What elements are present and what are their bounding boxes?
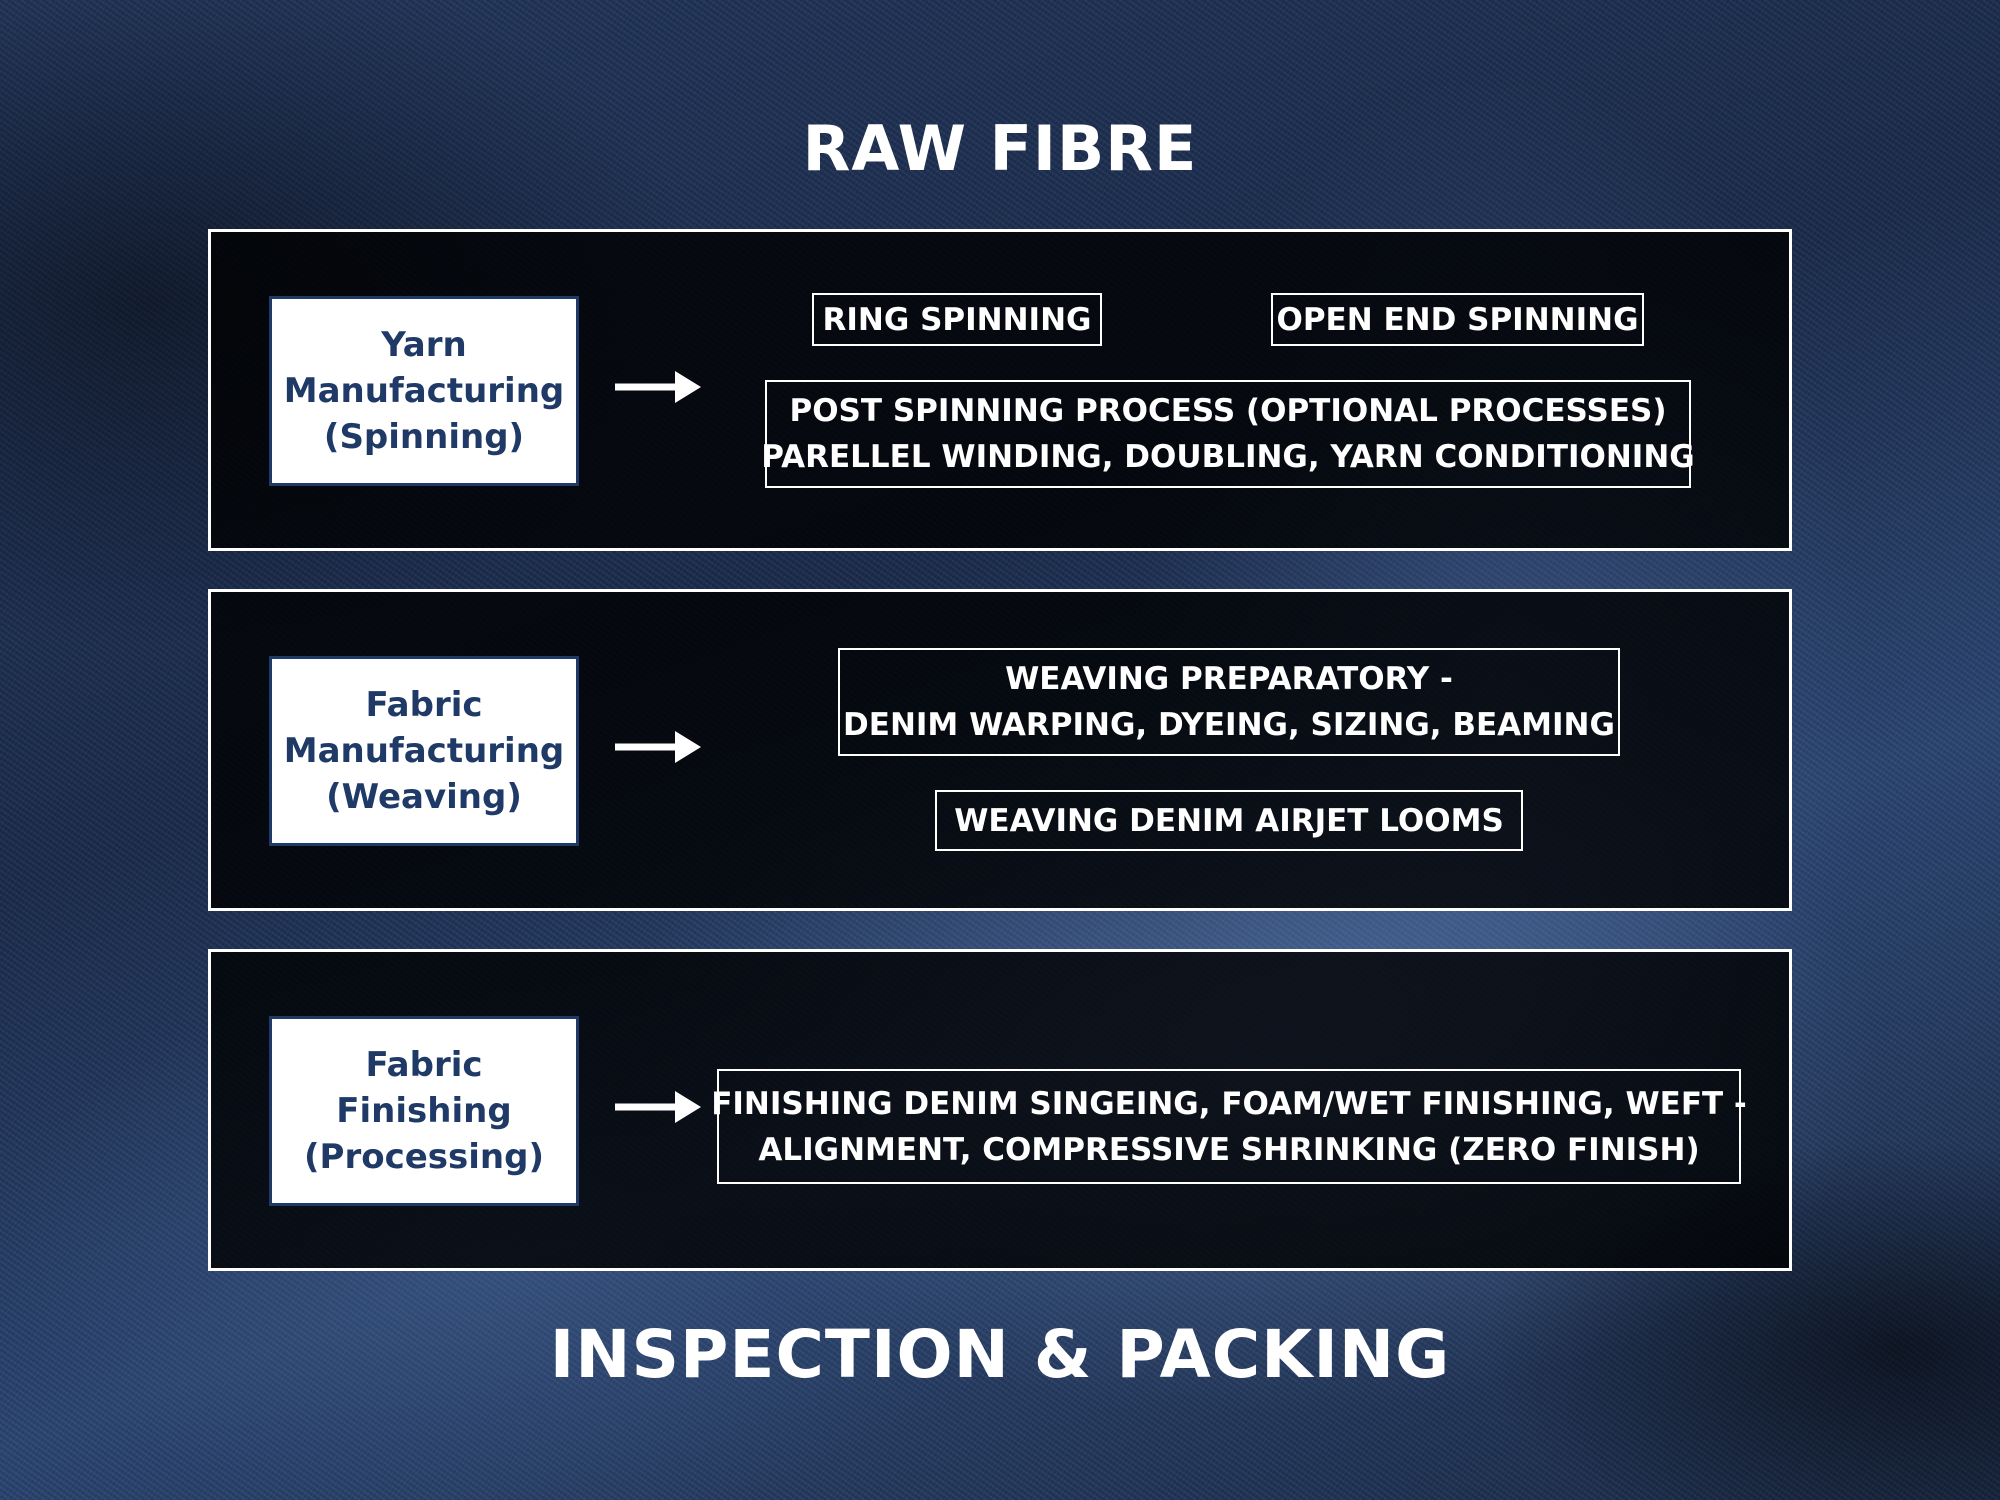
stage-label-line: Fabric <box>365 1045 483 1085</box>
right-arrow-icon <box>615 731 701 763</box>
title-raw-fibre: RAW FIBRE <box>802 112 1198 185</box>
stage-label-line: Manufacturing <box>283 731 565 771</box>
stage-label-fabric-manufacturing: Fabric Manufacturing (Weaving) <box>269 656 579 846</box>
stage-label-line: (Weaving) <box>326 777 522 817</box>
step-line: WEAVING PREPARATORY - <box>1005 661 1453 697</box>
right-arrow-icon <box>615 371 701 403</box>
stage-label-line: Finishing <box>336 1091 512 1131</box>
stage-label-line: Manufacturing <box>283 371 565 411</box>
step-line: ALIGNMENT, COMPRESSIVE SHRINKING (ZERO F… <box>758 1131 1700 1168</box>
stage-label-line: Yarn <box>381 325 467 365</box>
step-ring-spinning: RING SPINNING <box>812 293 1102 346</box>
step-open-end-spinning: OPEN END SPINNING <box>1271 293 1644 346</box>
right-arrow-icon <box>615 1091 701 1123</box>
stage-label-line: (Processing) <box>303 1137 544 1177</box>
step-line: WEAVING DENIM AIRJET LOOMS <box>954 802 1504 839</box>
step-line: POST SPINNING PROCESS (OPTIONAL PROCESSE… <box>789 393 1667 429</box>
step-line: FINISHING DENIM SINGEING, FOAM/WET FINIS… <box>711 1085 1747 1122</box>
step-post-spinning-process: POST SPINNING PROCESS (OPTIONAL PROCESSE… <box>761 380 1695 488</box>
stage-label-fabric-finishing: Fabric Finishing (Processing) <box>269 1016 579 1206</box>
stage-yarn-manufacturing: Yarn Manufacturing (Spinning) RING SPINN… <box>208 229 1792 551</box>
step-line: PARELLEL WINDING, DOUBLING, YARN CONDITI… <box>761 439 1695 475</box>
step-weaving-preparatory: WEAVING PREPARATORY - DENIM WARPING, DYE… <box>838 648 1620 756</box>
stage-label-yarn-manufacturing: Yarn Manufacturing (Spinning) <box>269 296 579 486</box>
step-weaving-airjet-looms: WEAVING DENIM AIRJET LOOMS <box>935 790 1523 851</box>
step-line: DENIM WARPING, DYEING, SIZING, BEAMING <box>843 707 1615 743</box>
title-inspection-packing: INSPECTION & PACKING <box>549 1316 1451 1393</box>
step-finishing-denim: FINISHING DENIM SINGEING, FOAM/WET FINIS… <box>711 1069 1747 1184</box>
stage-label-line: Fabric <box>365 685 483 725</box>
stage-label-line: (Spinning) <box>323 417 525 457</box>
step-line: RING SPINNING <box>822 301 1092 338</box>
stage-fabric-manufacturing: Fabric Manufacturing (Weaving) WEAVING P… <box>208 589 1792 911</box>
stage-fabric-finishing: Fabric Finishing (Processing) FINISHING … <box>208 949 1792 1271</box>
step-line: OPEN END SPINNING <box>1276 301 1639 338</box>
